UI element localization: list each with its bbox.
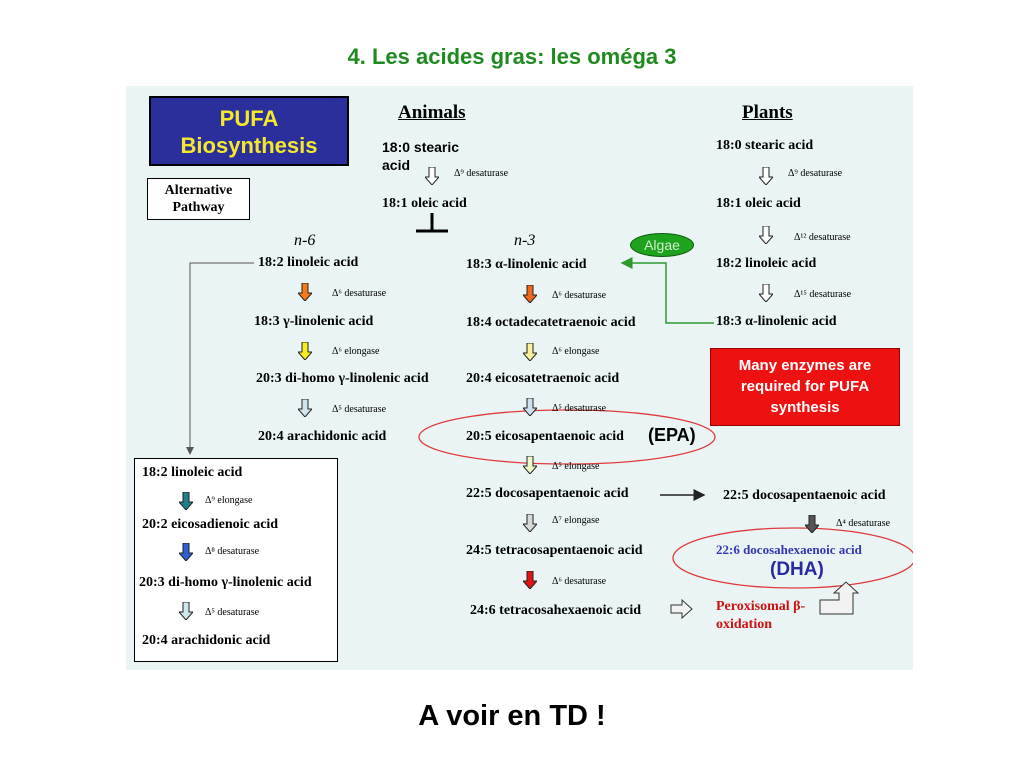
- alt-d5-desaturase: Δ⁵ desaturase: [205, 607, 260, 618]
- down-arrow-icon: [298, 283, 312, 301]
- down-arrow-icon: [179, 602, 193, 620]
- n3-d5-desaturase: Δ⁵ desaturase: [552, 403, 607, 414]
- down-arrow-icon: [523, 343, 537, 361]
- alternative-pathway-label: Alternative Pathway: [147, 178, 250, 220]
- n6-arachidonic: 20:4 arachidonic acid: [258, 429, 387, 444]
- n3-octadeca: 18:4 octadecatetraenoic acid: [466, 315, 636, 330]
- down-arrow-icon: [523, 398, 537, 416]
- n3-d5-elongase: Δ⁵ elongase: [552, 461, 600, 472]
- n6-d5-desaturase: Δ⁵ desaturase: [332, 404, 387, 415]
- n6-d6-desaturase: Δ⁶ desaturase: [332, 288, 387, 299]
- n6-linoleic: 18:2 linoleic acid: [258, 255, 359, 270]
- alt-eicosadienoic: 20:2 eicosadienoic acid: [142, 517, 279, 532]
- n6-gamma-linolenic: 18:3 γ-linolenic acid: [254, 314, 374, 329]
- down-arrow-icon: [298, 399, 312, 417]
- alt-d8-desaturase: Δ⁸ desaturase: [205, 546, 260, 557]
- plant-to-n3-line: [620, 257, 714, 324]
- right-d4-desaturase: Δ⁴ desaturase: [836, 518, 891, 529]
- n3-docosapentaenoic: 22:5 docosapentaenoic acid: [466, 486, 629, 501]
- n3-tetracosahexaenoic: 24:6 tetracosahexaenoic acid: [470, 603, 642, 618]
- slide-title: 4. Les acides gras: les oméga 3: [347, 44, 677, 69]
- down-arrow-icon: [523, 456, 537, 474]
- dha-label: (DHA): [770, 559, 824, 580]
- n3-d6-elongase: Δ⁶ elongase: [552, 346, 600, 357]
- right-docosapentaenoic: 22:5 docosapentaenoic acid: [723, 488, 886, 503]
- n3-tetracosapentaenoic: 24:5 tetracosapentaenoic acid: [466, 543, 643, 558]
- animals-oleic: 18:1 oleic acid: [382, 196, 467, 211]
- footer-note: A voir en TD !: [418, 700, 606, 732]
- animals-d9-desaturase: Δ⁹ desaturase: [454, 168, 509, 179]
- down-arrow-icon: [425, 167, 439, 185]
- down-arrow-icon: [179, 492, 193, 510]
- plants-d12-desaturase: Δ¹² desaturase: [794, 232, 851, 243]
- alternative-pathway-box: 18:2 linoleic acid Δ⁹ elongase 20:2 eico…: [134, 458, 338, 662]
- plants-linoleic: 18:2 linoleic acid: [716, 256, 817, 271]
- alt-linoleic: 18:2 linoleic acid: [142, 465, 243, 480]
- alt-d9-elongase: Δ⁹ elongase: [205, 495, 253, 506]
- alt-arachidonic: 20:4 arachidonic acid: [142, 633, 271, 648]
- epa-label: (EPA): [648, 425, 696, 445]
- down-arrow-icon: [759, 284, 773, 302]
- peroxisomal-label: Peroxisomal β-oxidation: [716, 599, 806, 632]
- plants-d15-desaturase: Δ¹⁵ desaturase: [794, 289, 852, 300]
- animals-stearic: 18:0 stearic acid: [382, 139, 460, 173]
- down-arrow-icon: [298, 342, 312, 360]
- n3-epa-name: 20:5 eicosapentaenoic acid: [466, 429, 624, 444]
- animals-header: Animals: [398, 102, 466, 123]
- down-arrow-icon: [523, 571, 537, 589]
- n3-eicosatetraenoic: 20:4 eicosatetraenoic acid: [466, 371, 620, 386]
- dha-name: 22:6 docosahexaenoic acid: [716, 542, 862, 557]
- n3-alpha-linolenic: 18:3 α-linolenic acid: [466, 257, 587, 272]
- alt-dihomo: 20:3 di-homo γ-linolenic acid: [139, 575, 312, 590]
- epa-highlight: [418, 409, 716, 465]
- pufa-box: PUFA Biosynthesis: [149, 96, 349, 166]
- down-arrow-icon: [759, 226, 773, 244]
- n6-dihomo: 20:3 di-homo γ-linolenic acid: [256, 371, 429, 386]
- peroxisome-up-arrow: [819, 581, 860, 615]
- n3-d6-desaturase-2: Δ⁶ desaturase: [552, 576, 607, 587]
- down-arrow-icon: [759, 167, 773, 185]
- n3-d6-desaturase: Δ⁶ desaturase: [552, 290, 607, 301]
- down-arrow-icon: [179, 543, 193, 561]
- plants-header: Plants: [742, 102, 793, 123]
- n3-label: n-3: [514, 232, 536, 249]
- enzymes-note: Many enzymes are required for PUFA synth…: [710, 348, 900, 426]
- algae-badge: Algae: [630, 233, 694, 257]
- down-arrow-icon: [805, 515, 819, 533]
- plants-stearic: 18:0 stearic acid: [716, 138, 814, 153]
- down-arrow-icon: [523, 514, 537, 532]
- plants-d9-desaturase: Δ⁹ desaturase: [788, 168, 843, 179]
- diagram-connectors: [186, 213, 913, 620]
- n6-d6-elongase: Δ⁶ elongase: [332, 346, 380, 357]
- n3-d7-elongase: Δ⁷ elongase: [552, 515, 600, 526]
- plants-alpha-linolenic: 18:3 α-linolenic acid: [716, 314, 837, 329]
- n6-label: n-6: [294, 232, 316, 249]
- pufa-diagram: PUFA Biosynthesis Alternative Pathway An…: [126, 86, 913, 670]
- n6-to-alt-line: [186, 262, 254, 455]
- down-arrow-icon: [523, 285, 537, 303]
- to-peroxisome-arrow: [670, 598, 693, 620]
- plants-oleic: 18:1 oleic acid: [716, 196, 801, 211]
- dha-highlight: [672, 527, 913, 589]
